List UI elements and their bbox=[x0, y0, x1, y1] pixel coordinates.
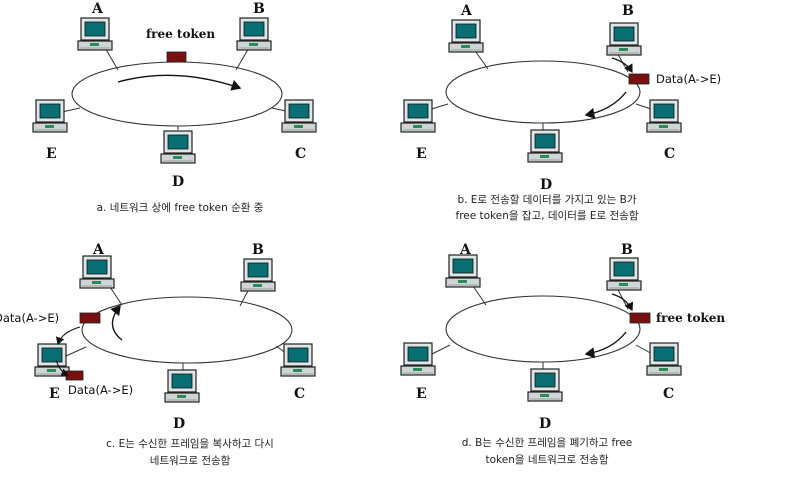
computer-icon bbox=[236, 17, 272, 51]
node-label-c: C bbox=[294, 386, 305, 402]
ring bbox=[445, 60, 641, 124]
token-block bbox=[628, 73, 650, 85]
node-label-b: B bbox=[253, 1, 265, 17]
computer-icon bbox=[79, 255, 115, 289]
node-label-e: E bbox=[416, 146, 427, 162]
panel-a: A B C D E free token a. 네트워크 상에 free tok… bbox=[32, 1, 317, 214]
arrow-icon bbox=[584, 331, 627, 359]
computer-icon bbox=[400, 342, 436, 376]
node-label-b: B bbox=[622, 3, 634, 19]
computer-icon bbox=[164, 369, 200, 403]
computer-icon bbox=[77, 17, 113, 51]
caption-line-1: b. E로 전송할 데이터를 가지고 있는 B가 bbox=[457, 194, 636, 206]
ring bbox=[71, 61, 283, 127]
computer-icon bbox=[606, 22, 642, 56]
computer-icon bbox=[160, 130, 196, 164]
computer-icon bbox=[34, 343, 70, 377]
computer-icon bbox=[281, 99, 317, 133]
computer-icon bbox=[448, 19, 484, 53]
computer-icon bbox=[646, 99, 682, 133]
arrow-icon bbox=[110, 304, 123, 341]
node-label-c: C bbox=[664, 146, 675, 162]
computer-icon bbox=[606, 257, 642, 291]
node-label-a: A bbox=[459, 242, 472, 258]
node-label-d: D bbox=[539, 416, 551, 432]
panel-b: A B C D E Data(A->E) b. E로 전송할 데이터를 가지고 … bbox=[400, 3, 721, 222]
computer-icon bbox=[445, 254, 481, 288]
computer-icon bbox=[280, 343, 316, 377]
ring bbox=[445, 295, 641, 363]
computer-icon bbox=[527, 129, 563, 163]
node-label-d: D bbox=[173, 416, 185, 432]
token-label: free token bbox=[656, 311, 725, 325]
token-block bbox=[629, 312, 651, 324]
node-label-e: E bbox=[46, 146, 57, 162]
arrow-icon bbox=[55, 326, 81, 346]
panel-d: A B C D E free token d. B는 수신한 프레임을 폐기하고… bbox=[400, 242, 725, 466]
token-block bbox=[166, 51, 187, 63]
computer-icon bbox=[400, 99, 436, 133]
caption-line-2: free token을 잡고, 데이터를 E로 전송함 bbox=[456, 210, 639, 222]
arrow-icon bbox=[55, 359, 70, 377]
node-label-b: B bbox=[252, 242, 264, 258]
caption-line-2: 네트워크로 전송함 bbox=[150, 454, 231, 467]
arrow-icon bbox=[584, 91, 627, 119]
node-label-c: C bbox=[295, 146, 306, 162]
token-block bbox=[79, 312, 101, 324]
arrow-icon bbox=[611, 57, 633, 74]
arrow-icon bbox=[117, 74, 242, 91]
node-label-a: A bbox=[91, 1, 104, 17]
panel-c: A B C D E Data(A->E) Data(A->E) c. E는 수신… bbox=[0, 242, 316, 467]
arrow-icon bbox=[611, 293, 634, 312]
node-label-d: D bbox=[172, 174, 184, 190]
node-label-e: E bbox=[416, 386, 427, 402]
token-label: free token bbox=[146, 27, 215, 41]
caption-line-1: d. B는 수신한 프레임을 폐기하고 free bbox=[462, 436, 633, 449]
token-copy-label: Data(A->E) bbox=[68, 383, 133, 397]
computer-icon bbox=[240, 258, 276, 292]
token-label: Data(A->E) bbox=[656, 72, 721, 86]
caption-line-1: c. E는 수신한 프레임을 복사하고 다시 bbox=[106, 437, 274, 450]
node-label-d: D bbox=[540, 177, 552, 193]
caption-line-2: token을 네트워크로 전송함 bbox=[486, 453, 609, 466]
ring bbox=[81, 296, 293, 364]
caption-line-1: a. 네트워크 상에 free token 순환 중 bbox=[97, 201, 264, 214]
node-label-a: A bbox=[460, 3, 473, 19]
node-label-e: E bbox=[49, 386, 60, 402]
token-label: Data(A->E) bbox=[0, 311, 59, 325]
node-label-b: B bbox=[621, 242, 633, 258]
computer-icon bbox=[527, 368, 563, 402]
node-label-a: A bbox=[92, 242, 105, 258]
computer-icon bbox=[32, 99, 68, 133]
node-label-c: C bbox=[663, 386, 674, 402]
computer-icon bbox=[646, 342, 682, 376]
token-copy-block bbox=[65, 370, 84, 381]
